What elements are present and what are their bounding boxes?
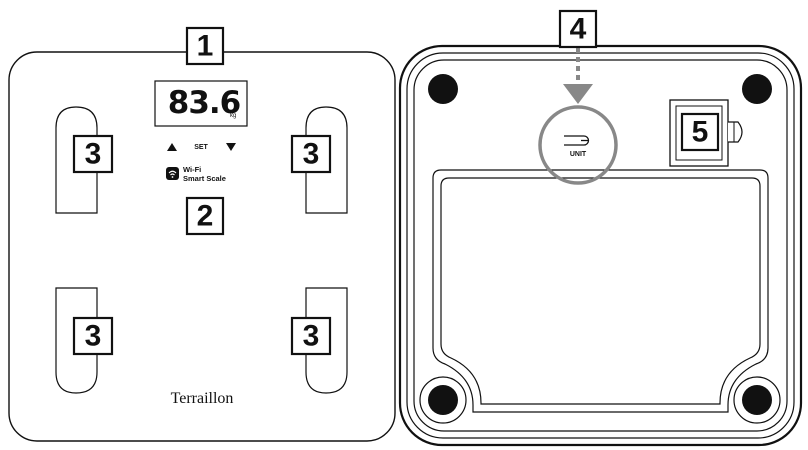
set-label: SET [194,144,208,151]
electrode-pad-bottom-right [305,287,348,394]
callout-3-bottom-right: 3 [290,316,332,356]
callout-3-top-left: 3 [72,134,114,174]
foot-top-left [428,74,458,104]
callout-3-bottom-left: 3 [72,316,114,356]
wifi-label: Wi-Fi [183,165,201,174]
lcd-reading: 83.6 [168,85,241,121]
svg-text:3: 3 [85,138,102,171]
smart-scale-label: Smart Scale [183,174,226,183]
svg-text:5: 5 [692,116,709,149]
callout-5: 5 [680,112,720,152]
foot-bottom-right [742,385,772,415]
lcd-display [154,80,248,127]
back-view: UNIT 4 5 [398,9,803,447]
foot-top-right [742,74,772,104]
unit-switch-icon[interactable] [564,135,590,146]
svg-text:3: 3 [85,320,102,353]
down-arrow-icon[interactable] [226,143,236,151]
unit-button-label: UNIT [570,151,587,158]
callout-4-arrow [563,48,593,104]
electrode-pad-top-left [55,106,98,214]
svg-text:3: 3 [303,138,320,171]
svg-text:1: 1 [197,30,214,63]
battery-latch[interactable] [728,121,743,143]
up-arrow-icon[interactable] [167,143,177,151]
electrode-pad-top-right [305,106,348,214]
svg-text:2: 2 [197,200,214,233]
front-view: 83.6 kg SET Wi-Fi Smart Scale Terraillon… [8,26,396,442]
callout-3-top-right: 3 [290,134,332,174]
foot-bottom-left [428,385,458,415]
svg-text:3: 3 [303,320,320,353]
callout-1: 1 [185,26,225,66]
unit-button-highlight [538,105,618,185]
lcd-unit: kg [230,113,236,119]
inner-frame [432,169,769,413]
svg-text:4: 4 [570,13,587,46]
callout-2: 2 [185,196,225,236]
brand-logo: Terraillon [171,390,234,407]
wifi-badge: Wi-Fi Smart Scale [166,165,226,183]
callout-4: 4 [558,9,598,49]
electrode-pad-bottom-left [55,287,98,394]
